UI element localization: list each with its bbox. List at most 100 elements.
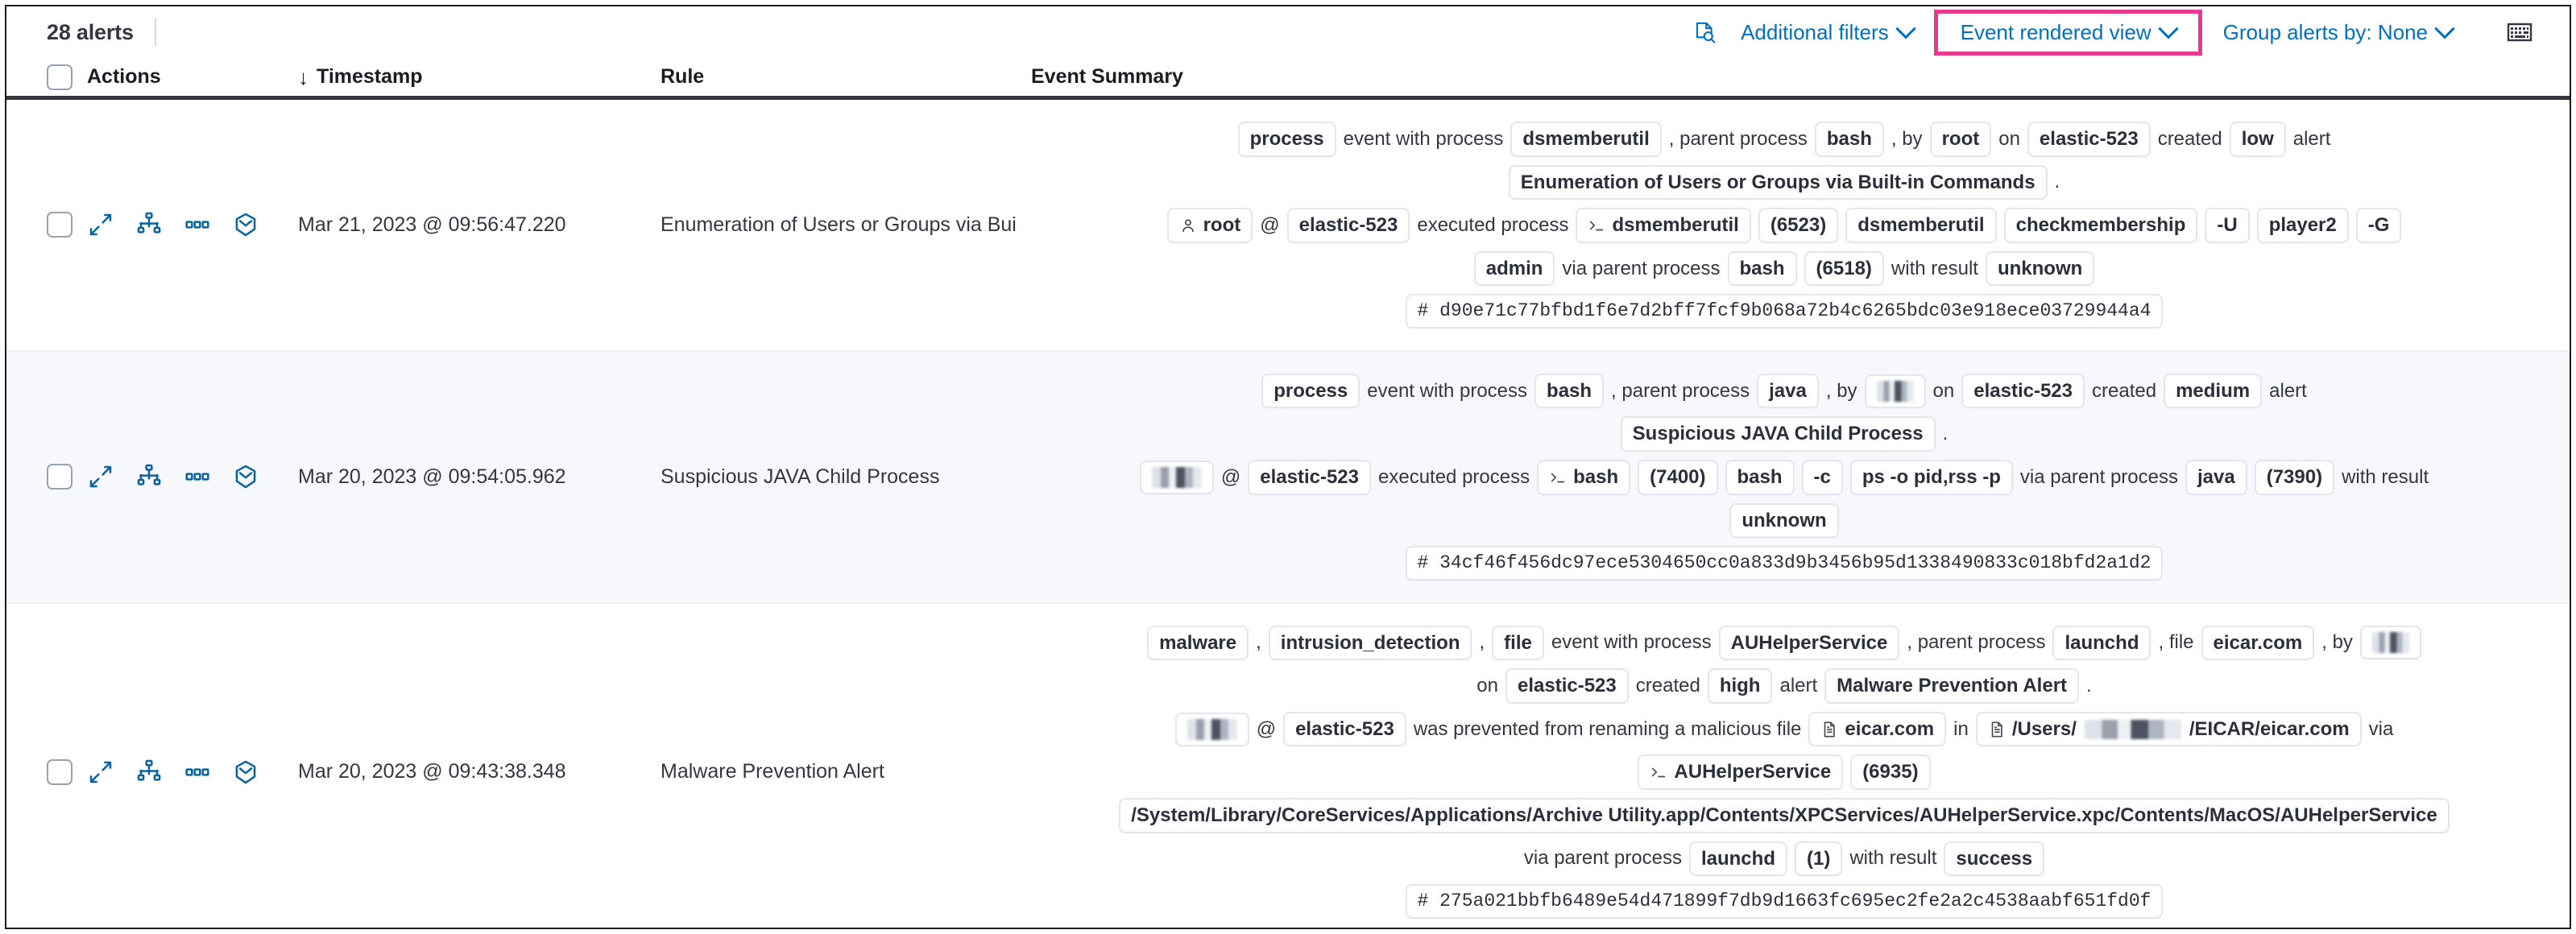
summary-chip[interactable]: # 275a021bbfb6489e54d471899f7db9d1663fc6…: [1405, 884, 2164, 919]
expand-icon[interactable]: [87, 211, 114, 238]
summary-chip[interactable]: (6518): [1804, 250, 1884, 287]
header-rule[interactable]: Rule: [661, 65, 1031, 89]
expand-icon[interactable]: [87, 463, 114, 490]
redacted-value-chip[interactable]: [1864, 374, 1926, 408]
additional-filters-button[interactable]: Additional filters: [1725, 15, 1929, 50]
console-icon: [1650, 763, 1667, 781]
summary-chip[interactable]: Enumeration of Users or Groups via Built…: [1508, 164, 2048, 200]
summary-chip[interactable]: -U: [2205, 208, 2250, 243]
more-actions-icon[interactable]: [184, 758, 211, 786]
summary-chip[interactable]: AUHelperService: [1718, 625, 1900, 661]
summary-chip[interactable]: # 34cf46f456dc97ece5304650cc0a833d9b3456…: [1405, 546, 2164, 581]
session-view-icon[interactable]: [232, 463, 259, 490]
row-rule-cell: Enumeration of Users or Groups via Bui: [661, 100, 1031, 350]
header-timestamp[interactable]: ↓ Timestamp: [298, 65, 661, 89]
summary-chip[interactable]: bash: [1537, 460, 1631, 495]
table-body: Mar 21, 2023 @ 09:56:47.220 Enumeration o…: [6, 100, 2570, 928]
summary-chip[interactable]: elastic-523: [2027, 122, 2151, 157]
group-alerts-by-button[interactable]: Group alerts by: None: [2207, 15, 2468, 50]
summary-chip[interactable]: /Users//EICAR/eicar.com: [1975, 711, 2362, 747]
summary-chip[interactable]: process: [1261, 373, 1360, 409]
analyzer-icon[interactable]: [135, 758, 163, 786]
row-select-checkbox[interactable]: [47, 212, 72, 238]
summary-chip[interactable]: (6523): [1758, 208, 1839, 243]
summary-chip[interactable]: dsmemberutil: [1845, 208, 1997, 243]
select-all-checkbox[interactable]: [47, 64, 72, 90]
event-rendered-view-button[interactable]: Event rendered view: [1944, 15, 2192, 50]
summary-chip[interactable]: medium: [2164, 373, 2263, 409]
summary-chip[interactable]: (6935): [1850, 754, 1931, 790]
summary-chip[interactable]: intrusion_detection: [1268, 625, 1472, 661]
redacted-value-chip[interactable]: [1139, 460, 1214, 494]
summary-chip[interactable]: elastic-523: [1248, 460, 1371, 495]
summary-chip[interactable]: Malware Prevention Alert: [1824, 668, 2080, 704]
summary-chip[interactable]: (7400): [1638, 460, 1718, 495]
row-select-checkbox[interactable]: [47, 758, 72, 785]
redacted-value-chip[interactable]: [2359, 626, 2421, 660]
more-actions-icon[interactable]: [184, 463, 211, 490]
summary-chip[interactable]: eicar.com: [2201, 625, 2315, 661]
summary-chip[interactable]: unknown: [1985, 250, 2095, 287]
summary-text: created: [2157, 127, 2222, 150]
summary-chip[interactable]: elastic-523: [1286, 208, 1410, 243]
console-icon: [1549, 469, 1567, 486]
summary-chip[interactable]: ps -o pid,rss -p: [1849, 460, 2013, 495]
summary-chip[interactable]: dsmemberutil: [1576, 208, 1751, 243]
summary-chip[interactable]: java: [2185, 460, 2247, 495]
summary-chip[interactable]: bash: [1534, 373, 1605, 409]
more-actions-icon[interactable]: [184, 211, 211, 238]
summary-chip[interactable]: bash: [1725, 460, 1795, 495]
summary-chip[interactable]: eicar.com: [1808, 711, 1947, 747]
analyzer-icon[interactable]: [135, 463, 163, 490]
summary-chip[interactable]: (1): [1794, 841, 1843, 877]
summary-text: on: [1932, 379, 1955, 402]
inspect-search-icon[interactable]: [1686, 13, 1725, 52]
summary-chip[interactable]: checkmembership: [2003, 208, 2198, 243]
chip-label: elastic-523: [2039, 128, 2139, 150]
summary-chip[interactable]: launchd: [2052, 625, 2151, 661]
row-timestamp: Mar 21, 2023 @ 09:56:47.220: [298, 213, 566, 236]
summary-chip[interactable]: launchd: [1688, 841, 1787, 877]
summary-chip[interactable]: elastic-523: [1283, 711, 1406, 747]
summary-chip[interactable]: success: [1944, 841, 2045, 877]
row-select-checkbox[interactable]: [47, 464, 72, 490]
expand-icon[interactable]: [87, 758, 114, 786]
summary-text: , by: [1891, 127, 1923, 150]
summary-chip[interactable]: unknown: [1729, 502, 1839, 539]
summary-chip[interactable]: dsmemberutil: [1510, 122, 1662, 157]
summary-chip[interactable]: -c: [1801, 460, 1843, 495]
summary-chip[interactable]: # d90e71c77bfbd1f6e7d2bff7fcf9b068a72b4c…: [1405, 294, 2164, 329]
summary-chip[interactable]: root: [1166, 208, 1253, 243]
summary-chip[interactable]: elastic-523: [1961, 373, 2085, 409]
summary-chip[interactable]: bash: [1814, 122, 1884, 157]
summary-chip[interactable]: (7390): [2254, 460, 2335, 495]
summary-chip[interactable]: elastic-523: [1505, 668, 1629, 704]
summary-chip[interactable]: file: [1492, 625, 1544, 661]
summary-chip[interactable]: Suspicious JAVA Child Process: [1620, 416, 1936, 452]
keyboard-icon[interactable]: [2500, 13, 2539, 52]
summary-chip[interactable]: bash: [1727, 250, 1797, 287]
summary-chip[interactable]: AUHelperService: [1638, 754, 1844, 790]
summary-chip[interactable]: high: [1707, 668, 1773, 704]
summary-chip[interactable]: player2: [2256, 208, 2349, 243]
summary-text: , parent process: [1611, 379, 1750, 402]
row-rule-name: Malware Prevention Alert: [661, 760, 884, 783]
table-row[interactable]: Mar 21, 2023 @ 09:56:47.220 Enumeration o…: [6, 100, 2570, 352]
summary-chip[interactable]: malware: [1147, 625, 1249, 661]
summary-chip[interactable]: /System/Library/CoreServices/Application…: [1119, 798, 2450, 833]
alerts-table: Actions ↓ Timestamp Rule Event Summary M…: [6, 58, 2570, 928]
summary-text: created: [2092, 379, 2157, 402]
summary-chip[interactable]: low: [2229, 122, 2286, 157]
redacted-value-chip[interactable]: [1174, 712, 1249, 746]
summary-chip[interactable]: process: [1237, 122, 1336, 157]
analyzer-icon[interactable]: [135, 211, 163, 238]
summary-chip[interactable]: root: [1929, 122, 1992, 157]
summary-chip[interactable]: java: [1757, 373, 1819, 409]
summary-chip[interactable]: -G: [2355, 208, 2402, 243]
chip-label: (7390): [2266, 466, 2323, 488]
summary-chip[interactable]: admin: [1473, 250, 1555, 287]
session-view-icon[interactable]: [232, 211, 259, 238]
session-view-icon[interactable]: [232, 758, 259, 786]
